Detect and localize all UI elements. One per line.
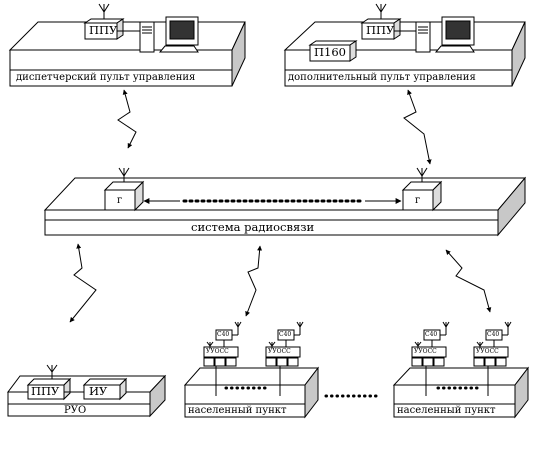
iu-ruo-label: ИУ — [89, 384, 108, 398]
settlement-platform-1 — [183, 366, 320, 419]
settlement-device-1a — [203, 321, 242, 396]
settlement-platform-2 — [392, 366, 530, 419]
dispatcher-console-label: диспетчерский пульт управления — [16, 72, 196, 83]
settlement-device-2b — [473, 321, 512, 396]
c40-label: С40 — [487, 331, 500, 338]
radio-system-label: система радиосвязи — [191, 220, 315, 234]
radio-left-label: г — [117, 195, 123, 206]
lightning-link-icon — [445, 249, 492, 313]
radio-modem-left — [103, 167, 145, 212]
lightning-link-icon — [117, 89, 137, 149]
radio-modem-right — [401, 167, 443, 212]
ppu-ruo-box — [26, 364, 72, 401]
settlement-label-1: населенный пункт — [188, 405, 287, 416]
ppu-ruo-label: ППУ — [31, 384, 60, 398]
computer-icon — [139, 16, 199, 53]
ppu-main-label: ППУ — [89, 23, 118, 37]
uocc-label: УУОСС — [476, 348, 499, 355]
iu-ruo-box — [82, 377, 128, 401]
settlement-device-2a — [411, 321, 450, 396]
lightning-link-icon — [245, 245, 263, 317]
lightning-link-icon — [69, 243, 97, 323]
ppu-box-additional — [360, 3, 402, 40]
c40-label: С40 — [279, 331, 292, 338]
p160-label: П160 — [314, 45, 346, 59]
c40-label: С40 — [217, 331, 230, 338]
settlement-dots — [224, 386, 482, 398]
uocc-label: УУОСС — [206, 348, 229, 355]
ppu-box-main — [83, 3, 125, 40]
uocc-label: УУОСС — [268, 348, 291, 355]
uocc-label: УУОСС — [414, 348, 437, 355]
settlement-label-2: населенный пункт — [397, 405, 496, 416]
settlement-device-1b — [265, 321, 304, 396]
lightning-link-icon — [403, 89, 432, 165]
additional-console-label: дополнительный пульт управления — [288, 72, 476, 83]
ruo-label: РУО — [64, 405, 87, 416]
p160-box — [308, 40, 358, 62]
ppu-additional-label: ППУ — [366, 23, 395, 37]
lightning-links — [69, 89, 492, 323]
computer-icon — [415, 16, 475, 53]
c40-label: С40 — [425, 331, 438, 338]
radio-right-label: г — [415, 195, 421, 206]
